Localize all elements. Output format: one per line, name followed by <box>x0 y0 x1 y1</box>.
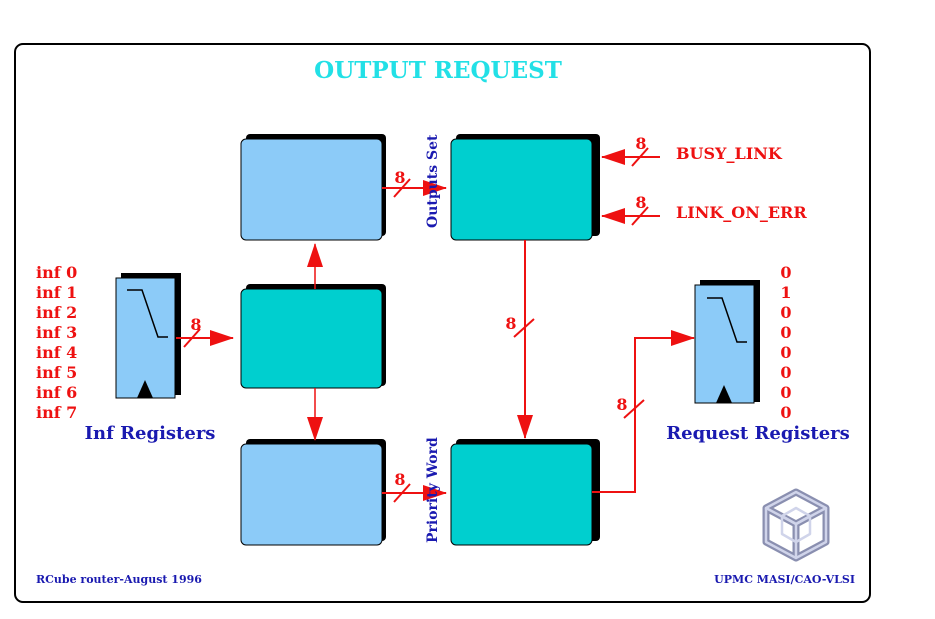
request-bit: 0 <box>780 403 791 422</box>
priority-word-label: Priority Word <box>425 437 441 543</box>
inf-input-label: inf 0 <box>36 263 77 282</box>
request-bit: 1 <box>780 283 791 302</box>
top-left-box <box>240 134 386 241</box>
request-bit: 0 <box>780 323 791 342</box>
request-bit: 0 <box>780 383 791 402</box>
bus-width-label: 8 <box>635 193 646 212</box>
busy-link-label: BUSY_LINK <box>676 144 783 163</box>
request-registers-label: Request Registers <box>666 423 850 444</box>
footer-right: UPMC MASI/CAO-VLSI <box>714 573 855 586</box>
bus-width-label: 8 <box>616 395 627 414</box>
request-bit: 0 <box>780 303 791 322</box>
inf-input-label: inf 6 <box>36 383 77 402</box>
inf-input-label: inf 7 <box>36 403 77 422</box>
bus-width-label: 8 <box>394 470 405 489</box>
priority-word-box <box>450 439 600 546</box>
inf-input-label: inf 4 <box>36 343 77 362</box>
slide-frame <box>14 43 871 603</box>
link-on-err-label: LINK_ON_ERR <box>676 203 807 222</box>
inf-input-label: inf 5 <box>36 363 77 382</box>
request-bit: 0 <box>780 343 791 362</box>
bus-width-label: 8 <box>635 134 646 153</box>
inf-register-block <box>115 273 181 399</box>
inf-registers-label: Inf Registers <box>85 423 216 444</box>
inf-input-label: inf 1 <box>36 283 77 302</box>
bottom-left-box <box>240 439 386 546</box>
cube-logo-icon <box>762 488 830 562</box>
outputs-set-label: Outputs Set <box>425 134 441 228</box>
bus-width-label: 8 <box>394 168 405 187</box>
bus-width-label: 8 <box>505 314 516 333</box>
middle-left-box <box>240 284 386 389</box>
outputs-set-box <box>450 134 600 241</box>
inf-inputs-list: inf 0 inf 1 inf 2 inf 3 inf 4 inf 5 inf … <box>36 263 77 422</box>
request-register-block <box>694 280 760 404</box>
diagram-title: OUTPUT REQUEST <box>314 57 562 84</box>
request-bit: 0 <box>780 263 791 282</box>
request-bit: 0 <box>780 363 791 382</box>
bus-width-label: 8 <box>190 315 201 334</box>
inf-input-label: inf 3 <box>36 323 77 342</box>
request-bits-list: 0 1 0 0 0 0 0 0 <box>780 263 791 422</box>
inf-input-label: inf 2 <box>36 303 77 322</box>
footer-left: RCube router-August 1996 <box>36 573 202 586</box>
